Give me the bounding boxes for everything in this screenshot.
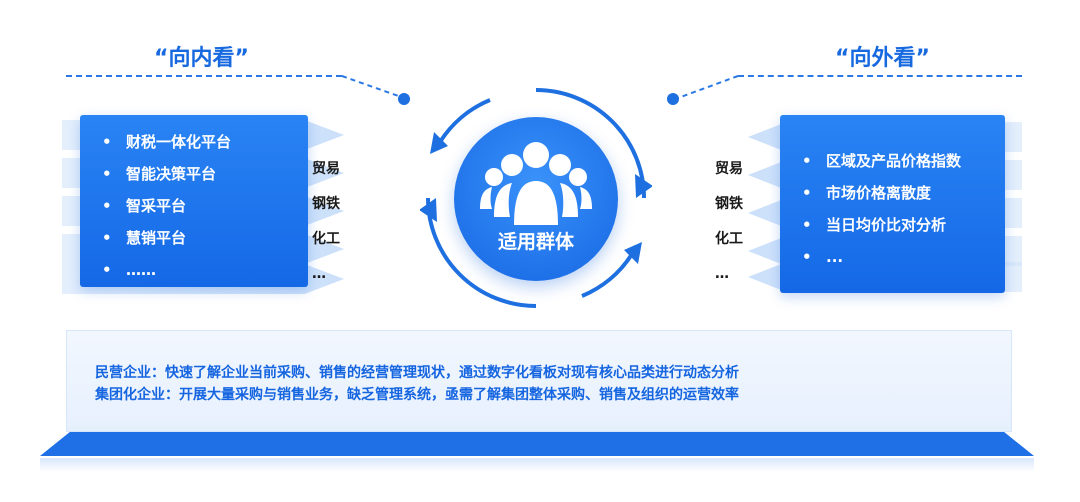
industry-label: 化工 (715, 231, 743, 247)
industry-label: … (312, 266, 326, 282)
analysis-item: 区域及产品价格指数 (780, 145, 1005, 177)
industry-list-left: 贸易 钢铁 化工 … (312, 152, 340, 292)
outward-analysis-list: 区域及产品价格指数 市场价格离散度 当日均价比对分析 ... (780, 115, 1005, 293)
analysis-item: ... (780, 241, 1005, 273)
platform-item: 慧销平台 (80, 222, 308, 254)
analysis-item: 市场价格离散度 (780, 177, 1005, 209)
right-dashed-line (738, 75, 1022, 77)
industry-label: 钢铁 (715, 196, 743, 212)
platform-item: …… (80, 254, 308, 286)
left-dashed-connector (341, 75, 405, 99)
platform-item: 智采平台 (80, 190, 308, 222)
platform-base (40, 432, 1034, 456)
enterprise-description-banner: 民营企业：快速了解企业当前采购、销售的经营管理现状，通过数字化看板对现有核心品类… (66, 330, 1012, 432)
platform-base-shadow (40, 458, 1034, 472)
people-group-icon (480, 142, 592, 225)
industry-label: 贸易 (715, 161, 743, 177)
right-connector-dot (667, 93, 679, 105)
platform-item: 财税一体化平台 (80, 126, 308, 158)
analysis-item: 当日均价比对分析 (780, 209, 1005, 241)
inward-look-title: “向内看” (154, 46, 249, 71)
industry-label: 钢铁 (312, 196, 340, 212)
outward-look-title: “向外看” (835, 46, 930, 71)
group-enterprise-text: 集团化企业：开展大量采购与销售业务，缺乏管理系统，亟需了解集团整体采购、销售及组… (95, 387, 739, 403)
left-dashed-line (66, 75, 342, 77)
center-label: 适用群体 (497, 231, 574, 253)
private-enterprise-text: 民营企业：快速了解企业当前采购、销售的经营管理现状，通过数字化看板对现有核心品类… (95, 365, 739, 381)
industry-list-right: 贸易 钢铁 化工 … (715, 152, 743, 292)
right-dashed-connector (677, 75, 739, 99)
industry-label: 贸易 (312, 161, 340, 177)
target-group-circle: 适用群体 (454, 117, 618, 281)
cycle-arrows-ring (420, 88, 652, 308)
left-connector-dot (398, 93, 410, 105)
industry-label: … (715, 266, 729, 282)
inward-platform-list: 财税一体化平台 智能决策平台 智采平台 慧销平台 …… (80, 115, 308, 287)
platform-item: 智能决策平台 (80, 158, 308, 190)
industry-label: 化工 (312, 231, 340, 247)
